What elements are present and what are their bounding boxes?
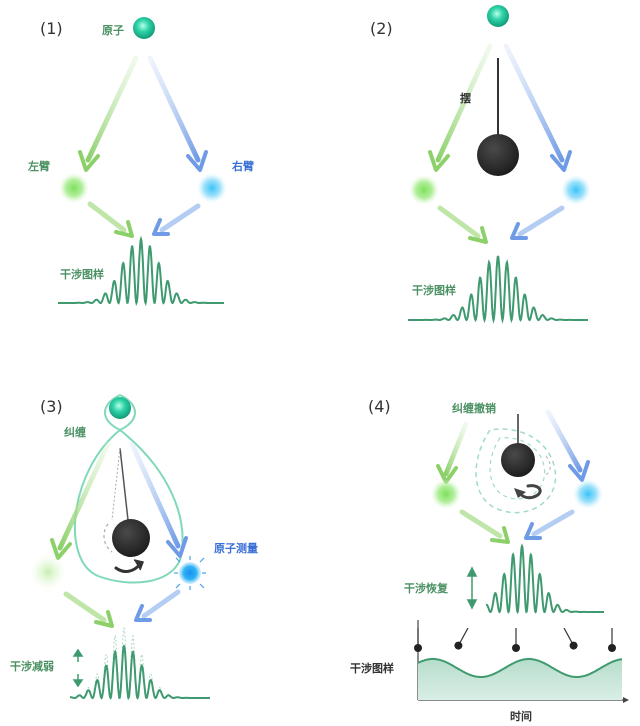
left-arm-arrowhead (428, 150, 450, 172)
right-arm-arrowhead (186, 150, 208, 172)
mini-pendulum-bob (414, 644, 422, 652)
left-converge-arrow (87, 201, 127, 233)
panel-3: (3) 纠缠 原子测量 干涉减弱 (10, 394, 258, 701)
panel-4: (4) 纠缠撤销 干涉恢复 干涉图样 (350, 397, 629, 723)
pendulum-snapshots (414, 627, 616, 652)
entangle-label: 纠缠 (64, 425, 86, 439)
pendulum-string (119, 447, 129, 521)
plot-y-label: 干涉图样 (350, 661, 394, 675)
right-converge-arrowhead (134, 604, 152, 622)
pattern-label-3: 干涉减弱 (10, 659, 54, 673)
atom-label: 原子 (102, 24, 124, 37)
right-converge-arrow (517, 205, 565, 237)
swing-arrowhead-icon (133, 559, 145, 571)
interference-wave-1 (58, 235, 224, 307)
left-arm-atom (409, 175, 439, 205)
right-arm-arrowhead (568, 460, 590, 482)
atom-icon (487, 5, 509, 27)
pattern-label-4: 干涉恢复 (404, 581, 449, 595)
right-arm-arrow (129, 441, 181, 549)
left-arm-atom (431, 479, 461, 509)
pendulum-bob (477, 134, 519, 176)
swing-arrowhead-icon (514, 488, 526, 498)
pendulum-bob (112, 519, 150, 557)
left-converge-arrowhead (490, 526, 510, 544)
left-arm-arrow (443, 421, 469, 477)
pendulum-ghost-arc (103, 523, 113, 553)
atom-icon (109, 397, 131, 419)
disentangle-label: 纠缠撤销 (452, 401, 496, 415)
interference-wave-2 (408, 255, 588, 324)
swing-arrow-icon (518, 484, 542, 500)
x-axis-arrowhead-icon (623, 697, 629, 703)
right-converge-arrowhead (524, 522, 542, 540)
right-arm-arrow (147, 55, 201, 163)
left-converge-arrowhead (94, 610, 114, 628)
swing-arrow-icon (114, 562, 142, 573)
panel-4-number: (4) (368, 397, 391, 416)
pattern-area-line (417, 658, 623, 678)
interference-wave-4 (485, 543, 604, 615)
panel-1: (1) 原子 左臂 右臂 干涉图样 (27, 17, 254, 307)
recover-arrows-icon (466, 566, 478, 610)
entanglement-loop-top (104, 394, 136, 432)
panel-2: (2) 摆 干涉图样 (370, 5, 591, 324)
right-converge-arrow (159, 203, 201, 233)
atom-icon (133, 17, 155, 39)
pattern-label-2: 干涉图样 (412, 283, 456, 297)
right-converge-arrowhead (152, 218, 170, 236)
mini-pendulum-bob (569, 641, 578, 650)
right-converge-arrow (141, 589, 181, 619)
right-arm-arrowhead (166, 536, 188, 558)
mini-pendulum-bob (512, 644, 520, 652)
panel-2-number: (2) (370, 19, 393, 38)
left-converge-arrow (437, 205, 481, 239)
right-arm-label: 右臂 (231, 159, 254, 173)
right-arm-atom (197, 173, 227, 203)
right-arm-arrow (545, 409, 583, 473)
right-converge-arrow (531, 509, 575, 537)
right-arm-atom (573, 479, 603, 509)
plot-x-label: 时间 (510, 709, 532, 723)
mini-pendulum-bob (454, 641, 463, 650)
left-converge-arrowhead (114, 220, 134, 238)
measured-atom (179, 562, 201, 584)
left-arm-label: 左臂 (27, 159, 50, 173)
left-converge-arrow (459, 509, 503, 539)
measurement-burst-icon (174, 556, 206, 590)
left-converge-arrowhead (468, 226, 488, 244)
left-arm-atom (30, 554, 66, 590)
left-arm-arrow (57, 441, 111, 551)
entanglement-loop-dashed-inner (489, 437, 546, 500)
right-arm-arrow (503, 43, 565, 163)
entanglement-loop (73, 428, 184, 584)
left-arm-arrowhead (78, 150, 100, 172)
interference-wave-3 (70, 644, 210, 701)
pendulum-bob (501, 443, 535, 477)
panel-3-number: (3) (40, 397, 63, 416)
pattern-label-1: 干涉图样 (60, 267, 104, 281)
right-arm-atom (561, 175, 591, 205)
right-arm-arrowhead (550, 150, 572, 172)
left-arm-arrow (85, 55, 139, 163)
right-converge-arrowhead (510, 222, 528, 240)
pattern-area (418, 659, 622, 700)
panel-1-number: (1) (40, 19, 63, 38)
left-converge-arrow (63, 591, 107, 623)
left-arm-atom (59, 173, 89, 203)
reduce-arrows-icon (72, 648, 84, 688)
entanglement-loop-dashed (475, 428, 557, 514)
pendulum-ghost-string (111, 447, 121, 521)
measure-label: 原子测量 (214, 541, 258, 555)
pendulum-ghost-arc (543, 455, 551, 477)
left-arm-arrow (435, 43, 493, 163)
mini-pendulum-bob (608, 644, 616, 652)
pendulum-label: 摆 (460, 91, 471, 105)
